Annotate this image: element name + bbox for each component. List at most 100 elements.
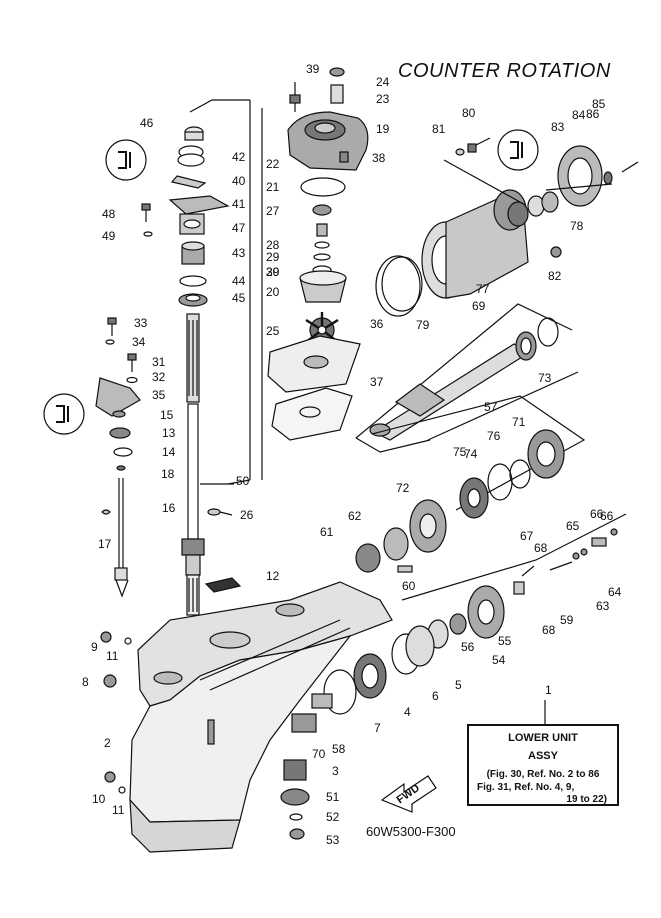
callout-50: 50 bbox=[236, 474, 250, 488]
callout-14: 14 bbox=[162, 445, 176, 459]
callout-42: 42 bbox=[232, 150, 246, 164]
callout-3: 3 bbox=[332, 764, 339, 778]
callout-84: 84 bbox=[572, 108, 586, 122]
callout-30: 30 bbox=[266, 265, 280, 279]
callout-60: 60 bbox=[402, 579, 416, 593]
callout-77: 77 bbox=[476, 282, 490, 296]
callout-67: 67 bbox=[520, 529, 534, 543]
housing-bolts-group bbox=[100, 631, 132, 794]
callout-75: 75 bbox=[453, 445, 467, 459]
callout-31: 31 bbox=[152, 355, 166, 369]
callout-18: 18 bbox=[161, 467, 175, 481]
callout-78: 78 bbox=[570, 219, 584, 233]
callout-72: 72 bbox=[396, 481, 410, 495]
callout-layer: 1234567891011111213141516171819202122232… bbox=[82, 62, 622, 847]
callout-19: 19 bbox=[376, 122, 390, 136]
assy-line-4: Fig. 31, Ref. No. 4, 9, bbox=[477, 782, 575, 793]
callout-48: 48 bbox=[102, 207, 116, 221]
callout-24: 24 bbox=[376, 75, 390, 89]
callout-63: 63 bbox=[596, 599, 610, 613]
callout-65: 65 bbox=[566, 519, 580, 533]
callout-54: 54 bbox=[492, 653, 506, 667]
callout-17: 17 bbox=[98, 537, 112, 551]
callout-56: 56 bbox=[461, 640, 475, 654]
callout-11: 11 bbox=[106, 649, 119, 663]
callout-70: 70 bbox=[312, 747, 326, 761]
callout-43: 43 bbox=[232, 246, 246, 260]
callout-82: 82 bbox=[548, 269, 562, 283]
callout-38: 38 bbox=[372, 151, 386, 165]
callout-49: 49 bbox=[102, 229, 116, 243]
callout-53: 53 bbox=[326, 833, 340, 847]
callout-16: 16 bbox=[162, 501, 176, 515]
callout-61: 61 bbox=[320, 525, 334, 539]
callout-71: 71 bbox=[512, 415, 526, 429]
callout-20: 20 bbox=[266, 285, 280, 299]
callout-80: 80 bbox=[462, 106, 476, 120]
callout-64: 64 bbox=[608, 585, 622, 599]
callout-46: 46 bbox=[140, 116, 154, 130]
callout-7: 7 bbox=[374, 721, 381, 735]
callout-51: 51 bbox=[326, 790, 340, 804]
callout-11: 11 bbox=[112, 803, 125, 817]
callout-21: 21 bbox=[266, 180, 280, 194]
drive-shaft-group bbox=[168, 99, 251, 616]
callout-86: 86 bbox=[586, 107, 600, 121]
callout-34: 34 bbox=[132, 335, 146, 349]
callout-5: 5 bbox=[455, 678, 462, 692]
seal-detail-icons bbox=[43, 129, 539, 435]
lower-unit-assy-box: LOWER UNIT ASSY (Fig. 30, Ref. No. 2 to … bbox=[467, 724, 619, 806]
callout-32: 32 bbox=[152, 370, 166, 384]
callout-74: 74 bbox=[464, 447, 478, 461]
fwd-arrow-icon bbox=[380, 775, 437, 813]
callout-83: 83 bbox=[551, 120, 565, 134]
callout-68: 68 bbox=[534, 541, 548, 555]
callout-29: 29 bbox=[266, 250, 280, 264]
callout-57: 57 bbox=[484, 400, 498, 414]
callout-39: 39 bbox=[306, 62, 320, 76]
callout-29: 29 bbox=[266, 265, 280, 279]
callout-25: 25 bbox=[266, 324, 280, 338]
callout-59: 59 bbox=[560, 613, 574, 627]
callout-66: 66 bbox=[600, 509, 614, 523]
callout-40: 40 bbox=[232, 174, 246, 188]
callout-45: 45 bbox=[232, 291, 246, 305]
callout-13: 13 bbox=[162, 426, 176, 440]
callout-33: 33 bbox=[134, 316, 148, 330]
callout-58: 58 bbox=[332, 742, 346, 756]
callout-4: 4 bbox=[404, 705, 411, 719]
callout-81: 81 bbox=[432, 122, 446, 136]
callout-27: 27 bbox=[266, 204, 280, 218]
callout-73: 73 bbox=[538, 371, 552, 385]
callout-28: 28 bbox=[266, 238, 280, 252]
callout-68: 68 bbox=[542, 623, 556, 637]
shift-rod-group bbox=[95, 203, 153, 598]
callout-23: 23 bbox=[376, 92, 390, 106]
callout-69: 69 bbox=[472, 299, 486, 313]
callout-41: 41 bbox=[232, 197, 246, 211]
assy-line-3: (Fig. 30, Ref. No. 2 to 86 bbox=[486, 769, 600, 780]
callout-76: 76 bbox=[487, 429, 501, 443]
lower-case-group bbox=[129, 577, 393, 853]
callout-26: 26 bbox=[240, 508, 254, 522]
callout-85: 85 bbox=[592, 97, 606, 111]
callout-55: 55 bbox=[498, 634, 512, 648]
assy-line-1: LOWER UNIT bbox=[508, 732, 578, 744]
diagram-title: COUNTER ROTATION bbox=[398, 60, 611, 82]
callout-12: 12 bbox=[266, 569, 280, 583]
callout-79: 79 bbox=[416, 318, 430, 332]
callout-8: 8 bbox=[82, 675, 89, 689]
callout-37: 37 bbox=[370, 375, 384, 389]
water-pump-group bbox=[207, 67, 369, 516]
assy-line-2: ASSY bbox=[528, 750, 558, 762]
callout-6: 6 bbox=[432, 689, 439, 703]
drawing-code: 60W5300-F300 bbox=[366, 824, 456, 839]
callout-47: 47 bbox=[232, 221, 246, 235]
callout-22: 22 bbox=[266, 157, 280, 171]
propeller-shaft-group bbox=[355, 303, 579, 453]
callout-9: 9 bbox=[91, 640, 98, 654]
callout-44: 44 bbox=[232, 274, 246, 288]
callout-36: 36 bbox=[370, 317, 384, 331]
